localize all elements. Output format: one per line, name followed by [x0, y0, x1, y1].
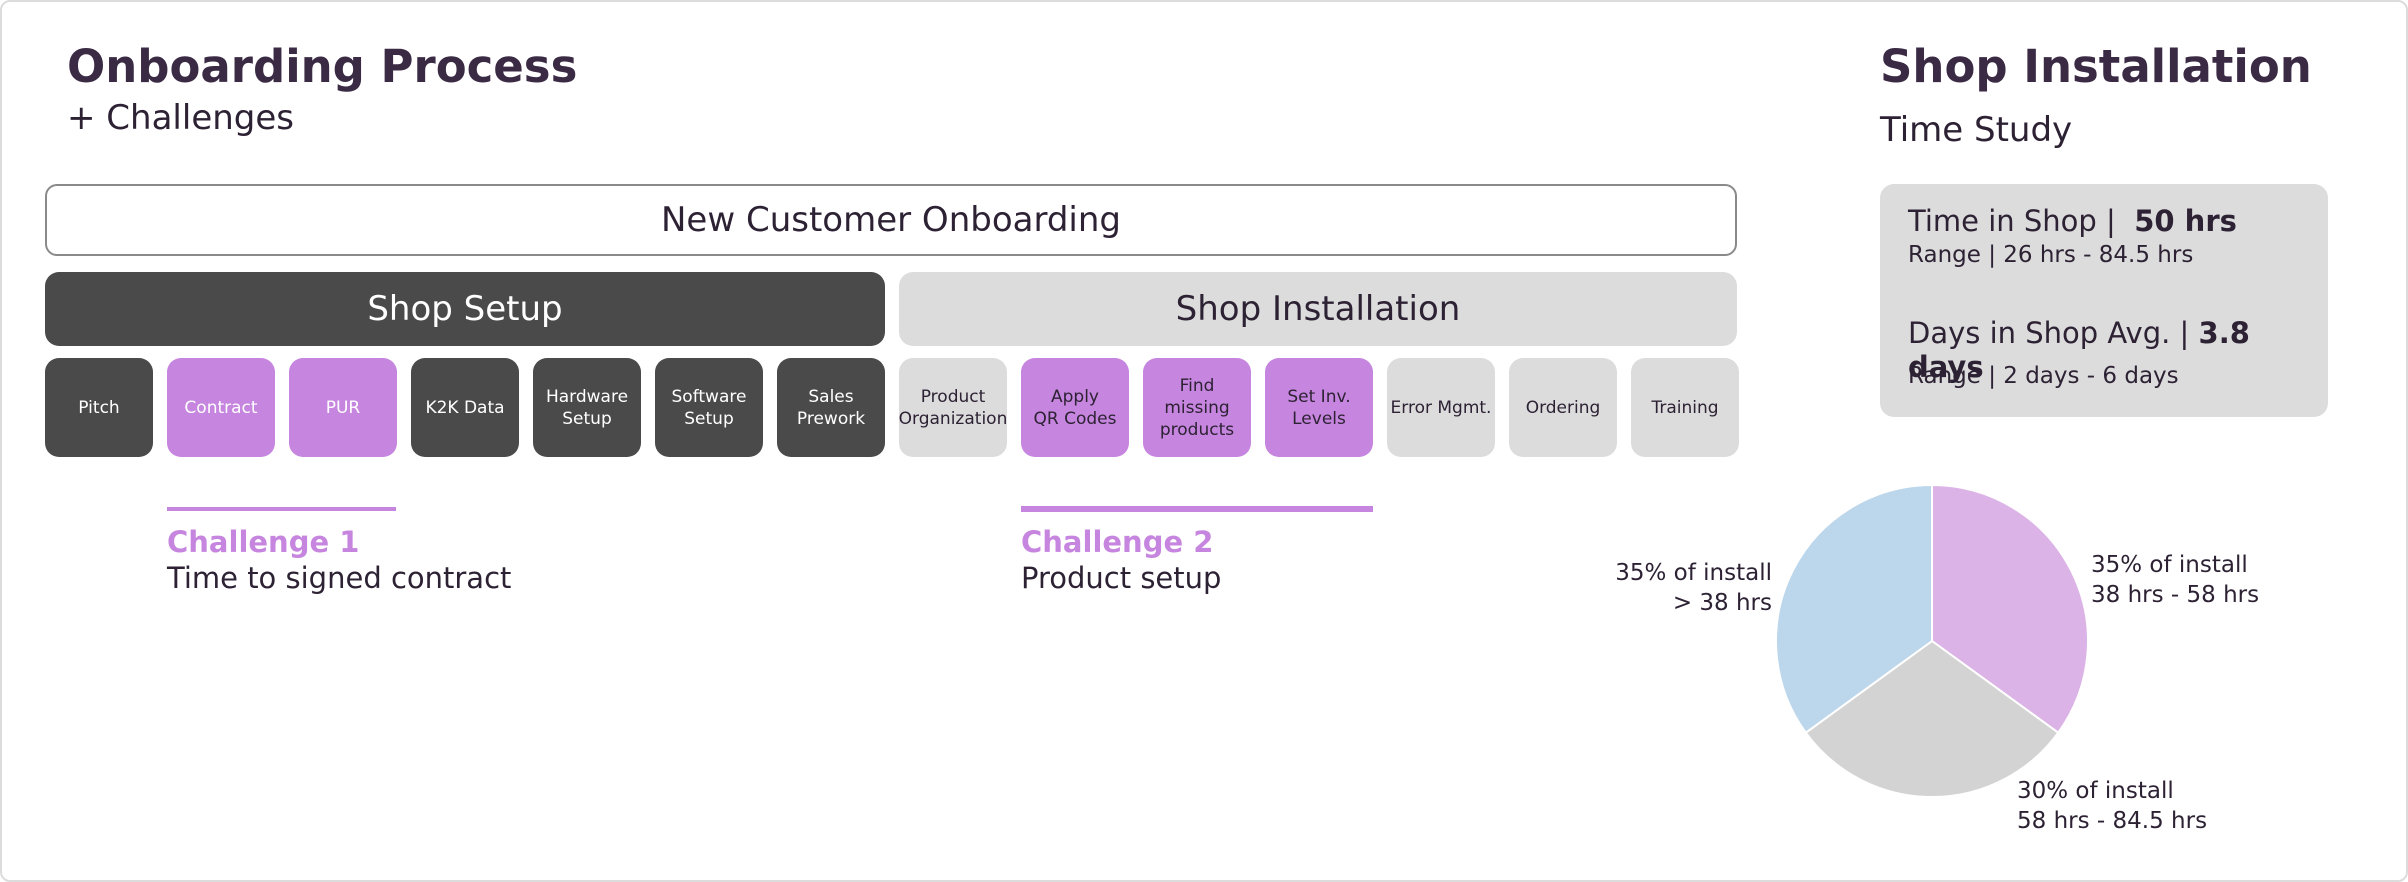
phase-shop-setup: Shop Setup: [45, 272, 885, 346]
step-error-mgmt: Error Mgmt.: [1387, 358, 1495, 457]
step-contract: Contract: [167, 358, 275, 457]
step-pitch: Pitch: [45, 358, 153, 457]
page-title: Onboarding Process: [67, 40, 578, 93]
days-in-shop-value: 3.8 days: [1908, 316, 2250, 384]
days-in-shop: Days in Shop Avg. | 3.8 days: [1908, 316, 2328, 384]
days-in-shop-label: Days in Shop Avg. |: [1908, 316, 2190, 350]
challenge-2-title: Challenge 2: [1021, 525, 1214, 559]
pie-label-over-38: 35% of install > 38 hrs: [1615, 560, 1772, 616]
install-time-pie-chart: [1775, 483, 2089, 798]
time-in-shop-label: Time in Shop |: [1908, 204, 2116, 238]
challenge-1-text: Time to signed contract: [167, 561, 512, 595]
step-training: Training: [1631, 358, 1739, 457]
pie-slice-over-38: [1775, 483, 1933, 735]
page-subtitle: + Challenges: [67, 98, 294, 138]
right-title: Shop Installation: [1880, 40, 2312, 93]
step-sales-prework: Sales Prework: [777, 358, 885, 457]
days-range: Range | 2 days - 6 days: [1908, 363, 2179, 389]
challenge-1-underline: [167, 507, 396, 511]
time-in-shop-value: 50 hrs: [2134, 204, 2237, 238]
step-hardware-setup: Hardware Setup: [533, 358, 641, 457]
challenge-1-title: Challenge 1: [167, 525, 360, 559]
pie-slice-58-84: [1804, 639, 2060, 798]
step-ordering: Ordering: [1509, 358, 1617, 457]
step-set-inv-levels: Set Inv. Levels: [1265, 358, 1373, 457]
challenge-2-text: Product setup: [1021, 561, 1222, 595]
pie-label-58-84: 30% of install 58 hrs - 84.5 hrs: [2017, 778, 2208, 834]
time-in-shop: Time in Shop | 50 hrs: [1908, 204, 2237, 238]
phase-shop-installation: Shop Installation: [899, 272, 1737, 346]
onboarding-banner: New Customer Onboarding: [45, 184, 1737, 256]
pie-label-38-58: 35% of install 38 hrs - 58 hrs: [2091, 552, 2260, 608]
right-subtitle: Time Study: [1880, 110, 2073, 150]
step-pur: PUR: [289, 358, 397, 457]
step-product-organization: Product Organization: [899, 358, 1007, 457]
time-study-stats: Time in Shop | 50 hrs Range | 26 hrs - 8…: [1880, 184, 2328, 417]
time-range: Range | 26 hrs - 84.5 hrs: [1908, 242, 2194, 268]
pie-slice-38-58: [1931, 483, 2089, 735]
step-software-setup: Software Setup: [655, 358, 763, 457]
challenge-2-underline: [1021, 506, 1373, 512]
step-k2k-data: K2K Data: [411, 358, 519, 457]
step-find-missing-products: Find missing products: [1143, 358, 1251, 457]
step-apply-qr-codes: Apply QR Codes: [1021, 358, 1129, 457]
